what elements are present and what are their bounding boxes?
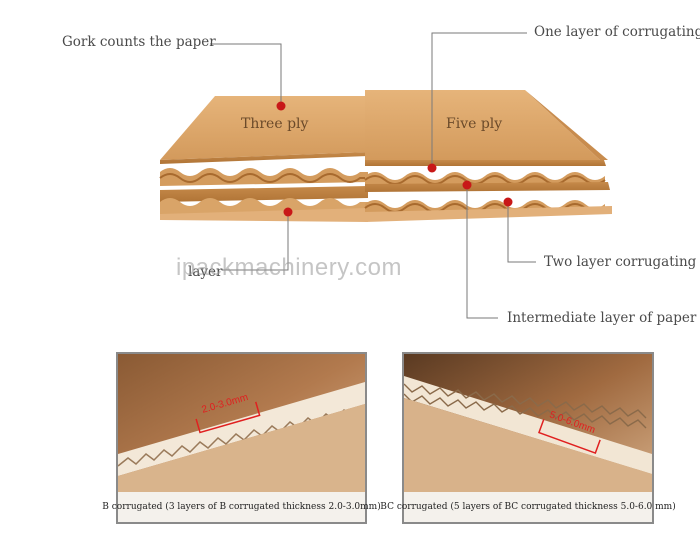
b-corrugated-caption: B corrugated (3 layers of B corrugated t… bbox=[118, 492, 365, 522]
five-ply-label: Five ply bbox=[446, 116, 502, 132]
two-layer-callout: Two layer corrugating bbox=[544, 254, 696, 270]
three-ply-board bbox=[160, 96, 368, 222]
gork-callout: Gork counts the paper bbox=[62, 34, 216, 50]
b-corrugated-photo: 2.0-3.0mm B corrugated (3 layers of B co… bbox=[116, 352, 367, 524]
watermark: ipackmachinery.com bbox=[176, 254, 402, 282]
bc-corrugated-image: 5.0-6.0mm bbox=[404, 354, 652, 492]
intermediate-callout: Intermediate layer of paper bbox=[507, 310, 696, 326]
corrugated-board-diagram bbox=[0, 0, 700, 340]
b-corrugated-image: 2.0-3.0mm bbox=[118, 354, 365, 492]
three-ply-label: Three ply bbox=[241, 116, 308, 132]
bc-corrugated-caption: BC corrugated (5 layers of BC corrugated… bbox=[404, 492, 652, 522]
bc-corrugated-photo: 5.0-6.0mm BC corrugated (5 layers of BC … bbox=[402, 352, 654, 524]
one-layer-callout: One layer of corrugating bbox=[534, 24, 700, 40]
five-ply-board bbox=[365, 90, 612, 222]
